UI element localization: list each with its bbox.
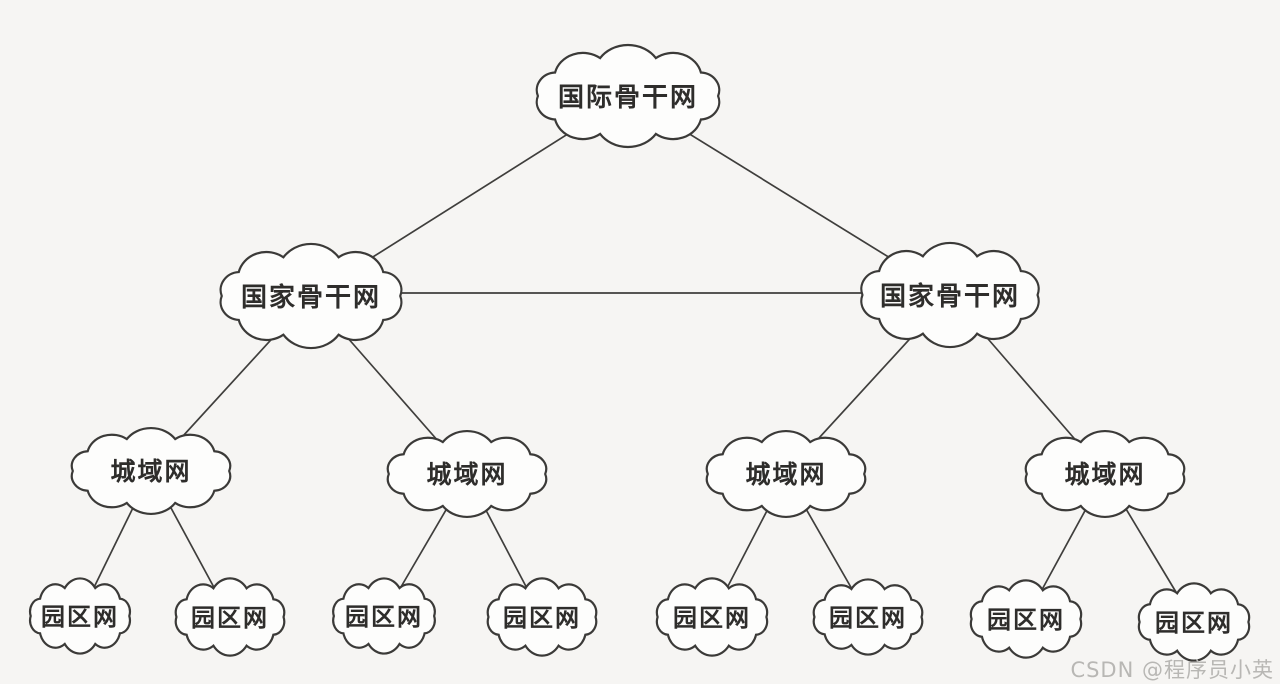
- csdn-watermark: CSDN @程序员小英: [1070, 658, 1274, 682]
- cloud-campus-8: 园区网: [1138, 582, 1250, 662]
- node-label-metro-1: 城域网: [110, 457, 191, 486]
- cloud-campus-7: 园区网: [970, 579, 1082, 659]
- node-label-campus-2: 园区网: [191, 604, 269, 632]
- node-label-campus-6: 园区网: [829, 604, 907, 632]
- cloud-metro-4: 城域网: [1024, 430, 1186, 518]
- node-label-international-backbone: 国际骨干网: [558, 83, 698, 113]
- node-label-national-backbone-left: 国家骨干网: [241, 282, 381, 313]
- node-label-campus-4: 园区网: [503, 604, 581, 632]
- node-label-metro-4: 城域网: [1064, 460, 1145, 489]
- cloud-campus-4: 园区网: [486, 577, 598, 657]
- node-label-campus-3: 园区网: [345, 603, 423, 631]
- cloud-campus-1: 园区网: [29, 577, 131, 655]
- node-label-campus-1: 园区网: [41, 603, 119, 631]
- cloud-campus-6: 园区网: [812, 578, 924, 656]
- cloud-national-backbone-left: 国家骨干网: [219, 242, 403, 350]
- node-label-campus-7: 园区网: [987, 606, 1065, 634]
- cloud-metro-2: 城域网: [386, 430, 548, 518]
- node-label-metro-2: 城域网: [426, 460, 507, 489]
- node-label-national-backbone-right: 国家骨干网: [880, 281, 1020, 312]
- node-label-metro-3: 城域网: [745, 460, 826, 489]
- cloud-metro-1: 城域网: [70, 427, 232, 515]
- cloud-metro-3: 城域网: [705, 430, 867, 518]
- cloud-campus-3: 园区网: [332, 577, 436, 655]
- cloud-campus-2: 园区网: [174, 577, 286, 657]
- cloud-campus-5: 园区网: [656, 577, 768, 657]
- cloud-national-backbone-right: 国家骨干网: [860, 241, 1040, 349]
- edges: [79, 95, 1195, 623]
- node-label-campus-5: 园区网: [673, 604, 751, 632]
- cloud-international-backbone: 国际骨干网: [535, 43, 721, 149]
- node-label-campus-8: 园区网: [1155, 609, 1233, 637]
